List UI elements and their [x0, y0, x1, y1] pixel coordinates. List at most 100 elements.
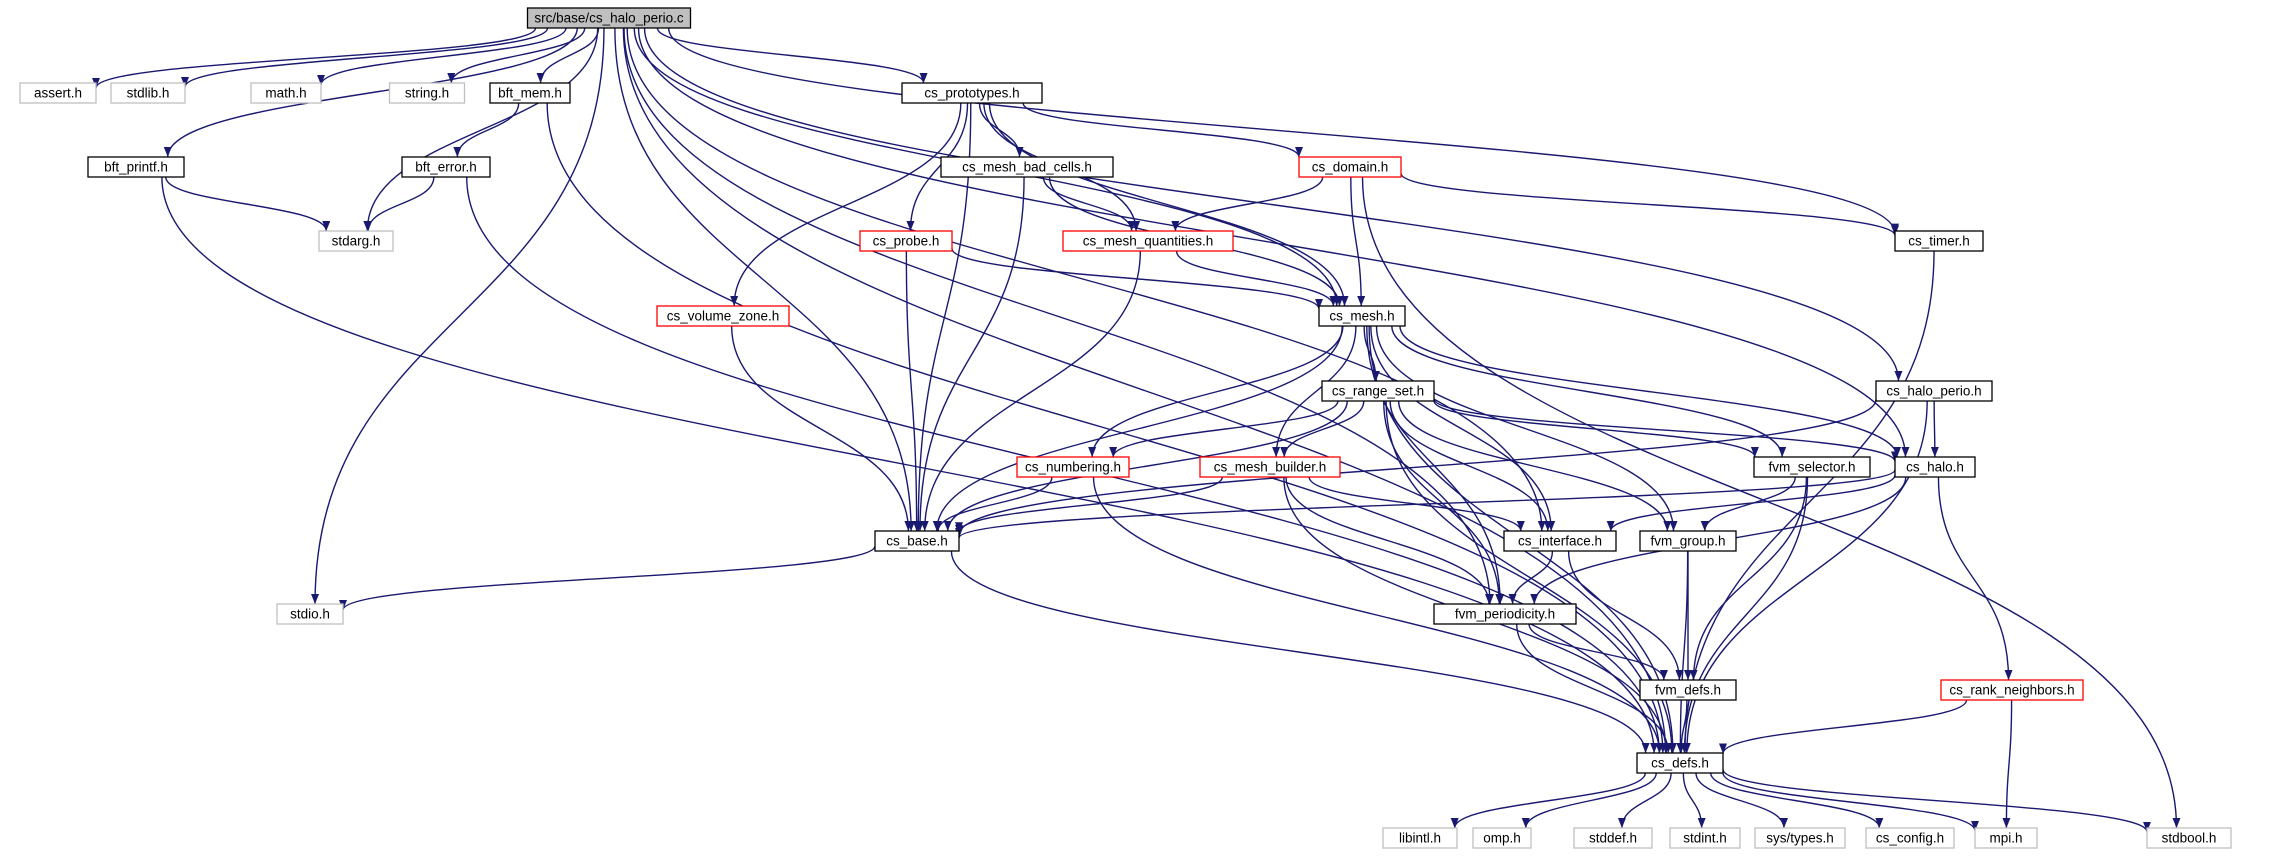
edge-cs_interface-to-fvm_defs [1567, 550, 1684, 681]
edge-cs_base-to-cs_defs [950, 550, 1650, 754]
node-cs-rank-neighbors[interactable]: cs_rank_neighbors.h [1940, 679, 2084, 701]
edge-cs_base-to-stdio [339, 545, 876, 611]
edge-cs_defs-to-omp [1521, 772, 1657, 829]
edge-fvm_periodicity-to-cs_defs [1516, 623, 1673, 754]
node-cs-base[interactable]: cs_base.h [874, 530, 960, 552]
edge-cs_mesh-to-fvm_periodicity [1366, 325, 1505, 605]
node-cs-halo-perio-h[interactable]: cs_halo_perio.h [1875, 380, 1993, 402]
edge-cs_timer-to-cs_defs [1680, 250, 1935, 754]
edge-fvm_selector-to-fvm_defs [1689, 476, 1808, 681]
node-cs-timer[interactable]: cs_timer.h [1894, 230, 1984, 252]
node-label: cs_domain.h [1312, 160, 1389, 175]
node-fvm-selector[interactable]: fvm_selector.h [1753, 456, 1871, 478]
node-label: mpi.h [1989, 831, 2022, 846]
node-label: cs_volume_zone.h [667, 309, 780, 324]
edge-cs_probe-to-cs_base [905, 250, 921, 532]
node-cs-probe[interactable]: cs_probe.h [859, 230, 953, 252]
node-label: fvm_group.h [1650, 534, 1725, 549]
node-label: cs_probe.h [873, 234, 940, 249]
edge-cs_halo_perio_h-to-cs_halo [1930, 400, 1939, 458]
node-cs-defs[interactable]: cs_defs.h [1636, 752, 1724, 774]
node-cs-volume-zone[interactable]: cs_volume_zone.h [656, 305, 790, 327]
edge-cs_defs-to-sys_types [1695, 772, 1788, 829]
node-box [1636, 752, 1724, 774]
edge-root-to-bft_printf [163, 27, 578, 158]
node-label: cs_halo_perio.h [1886, 384, 1981, 399]
node-label: libintl.h [1399, 831, 1441, 846]
node-cs-prototypes[interactable]: cs_prototypes.h [901, 82, 1043, 104]
node-fvm-defs[interactable]: fvm_defs.h [1639, 679, 1737, 701]
node-string: string.h [388, 82, 466, 104]
node-mpi: mpi.h [1974, 827, 2038, 849]
edge-cs_range_set-to-cs_mesh_builder [1280, 400, 1365, 458]
node-label: fvm_selector.h [1768, 460, 1855, 475]
node-box [1472, 827, 1532, 849]
node-cs-interface[interactable]: cs_interface.h [1503, 530, 1617, 552]
edge-bft_mem-to-bft_error [453, 102, 520, 158]
node-box [859, 230, 953, 252]
node-bft-error[interactable]: bft_error.h [401, 156, 491, 178]
node-bft-mem[interactable]: bft_mem.h [489, 82, 571, 104]
edge-cs_domain-to-stdbool [1361, 176, 2181, 829]
node-box [1894, 230, 1984, 252]
edge-cs_defs-to-stdint [1682, 772, 1706, 829]
node-cs-numbering[interactable]: cs_numbering.h [1016, 456, 1130, 478]
edge-root-to-stdio [311, 27, 605, 605]
node-box [1573, 827, 1653, 849]
edge-cs_prototypes-to-cs_volume_zone [730, 102, 962, 307]
edge-cs_mesh-to-cs_base [932, 325, 1343, 532]
node-stdio: stdio.h [276, 603, 344, 625]
node-cs-mesh-builder[interactable]: cs_mesh_builder.h [1199, 456, 1341, 478]
edge-cs_mesh-to-cs_halo [1399, 325, 1901, 458]
node-label: sys/types.h [1766, 831, 1834, 846]
edge-cs_mesh-to-cs_numbering [1088, 325, 1344, 458]
node-box [1639, 530, 1737, 552]
edge-cs_domain-to-cs_mesh [1350, 176, 1366, 307]
node-fvm-group[interactable]: fvm_group.h [1639, 530, 1737, 552]
node-root[interactable]: src/base/cs_halo_perio.c [526, 7, 692, 29]
edge-cs_defs-to-stddef [1617, 772, 1672, 829]
edge-cs_range_set-to-fvm_group [1397, 400, 1672, 532]
node-box [1318, 305, 1406, 327]
node-box [250, 82, 322, 104]
node-cs-mesh[interactable]: cs_mesh.h [1318, 305, 1406, 327]
node-cs-halo[interactable]: cs_halo.h [1894, 456, 1976, 478]
edge-root-to-stdarg [363, 27, 599, 232]
node-box [1321, 380, 1435, 402]
edge-cs_numbering-to-cs_base [934, 476, 1053, 532]
node-cs-mesh-bad-cells[interactable]: cs_mesh_bad_cells.h [940, 156, 1114, 178]
edge-cs_mesh_quantities-to-cs_mesh [1175, 250, 1338, 307]
node-box [1433, 603, 1577, 625]
edge-cs_domain-to-cs_timer [1400, 173, 1899, 236]
node-label: fvm_periodicity.h [1455, 607, 1555, 622]
node-bft-printf[interactable]: bft_printf.h [87, 156, 185, 178]
node-box [1753, 456, 1871, 478]
edge-cs_prototypes-to-cs_probe [906, 102, 969, 232]
edge-cs_range_set-to-cs_numbering [1109, 400, 1339, 458]
node-label: stdbool.h [2162, 831, 2217, 846]
edge-cs_defs-to-cs_config [1709, 772, 1884, 829]
node-label: bft_printf.h [104, 160, 168, 175]
node-label: cs_prototypes.h [924, 86, 1019, 101]
node-box [1875, 380, 1993, 402]
edge-cs_mesh-to-cs_interface [1370, 325, 1556, 532]
edge-root-to-cs_base [614, 27, 916, 532]
node-stdint: stdint.h [1669, 827, 1741, 849]
node-label: stdio.h [290, 607, 330, 622]
node-box [1865, 827, 1955, 849]
edge-cs_prototypes-to-cs_base [914, 102, 972, 532]
node-libintl: libintl.h [1382, 827, 1458, 849]
edge-fvm_selector-to-fvm_group [1700, 476, 1796, 532]
edge-fvm_selector-to-cs_defs [1680, 476, 1809, 754]
node-cs-domain[interactable]: cs_domain.h [1298, 156, 1402, 178]
edge-cs_domain-to-cs_mesh_quantities [1171, 176, 1324, 232]
node-label: omp.h [1483, 831, 1521, 846]
node-cs-range-set[interactable]: cs_range_set.h [1321, 380, 1435, 402]
node-box [1974, 827, 2038, 849]
node-cs-mesh-quantities[interactable]: cs_mesh_quantities.h [1062, 230, 1234, 252]
node-fvm-periodicity[interactable]: fvm_periodicity.h [1433, 603, 1577, 625]
node-box [901, 82, 1043, 104]
node-label: cs_numbering.h [1025, 460, 1121, 475]
